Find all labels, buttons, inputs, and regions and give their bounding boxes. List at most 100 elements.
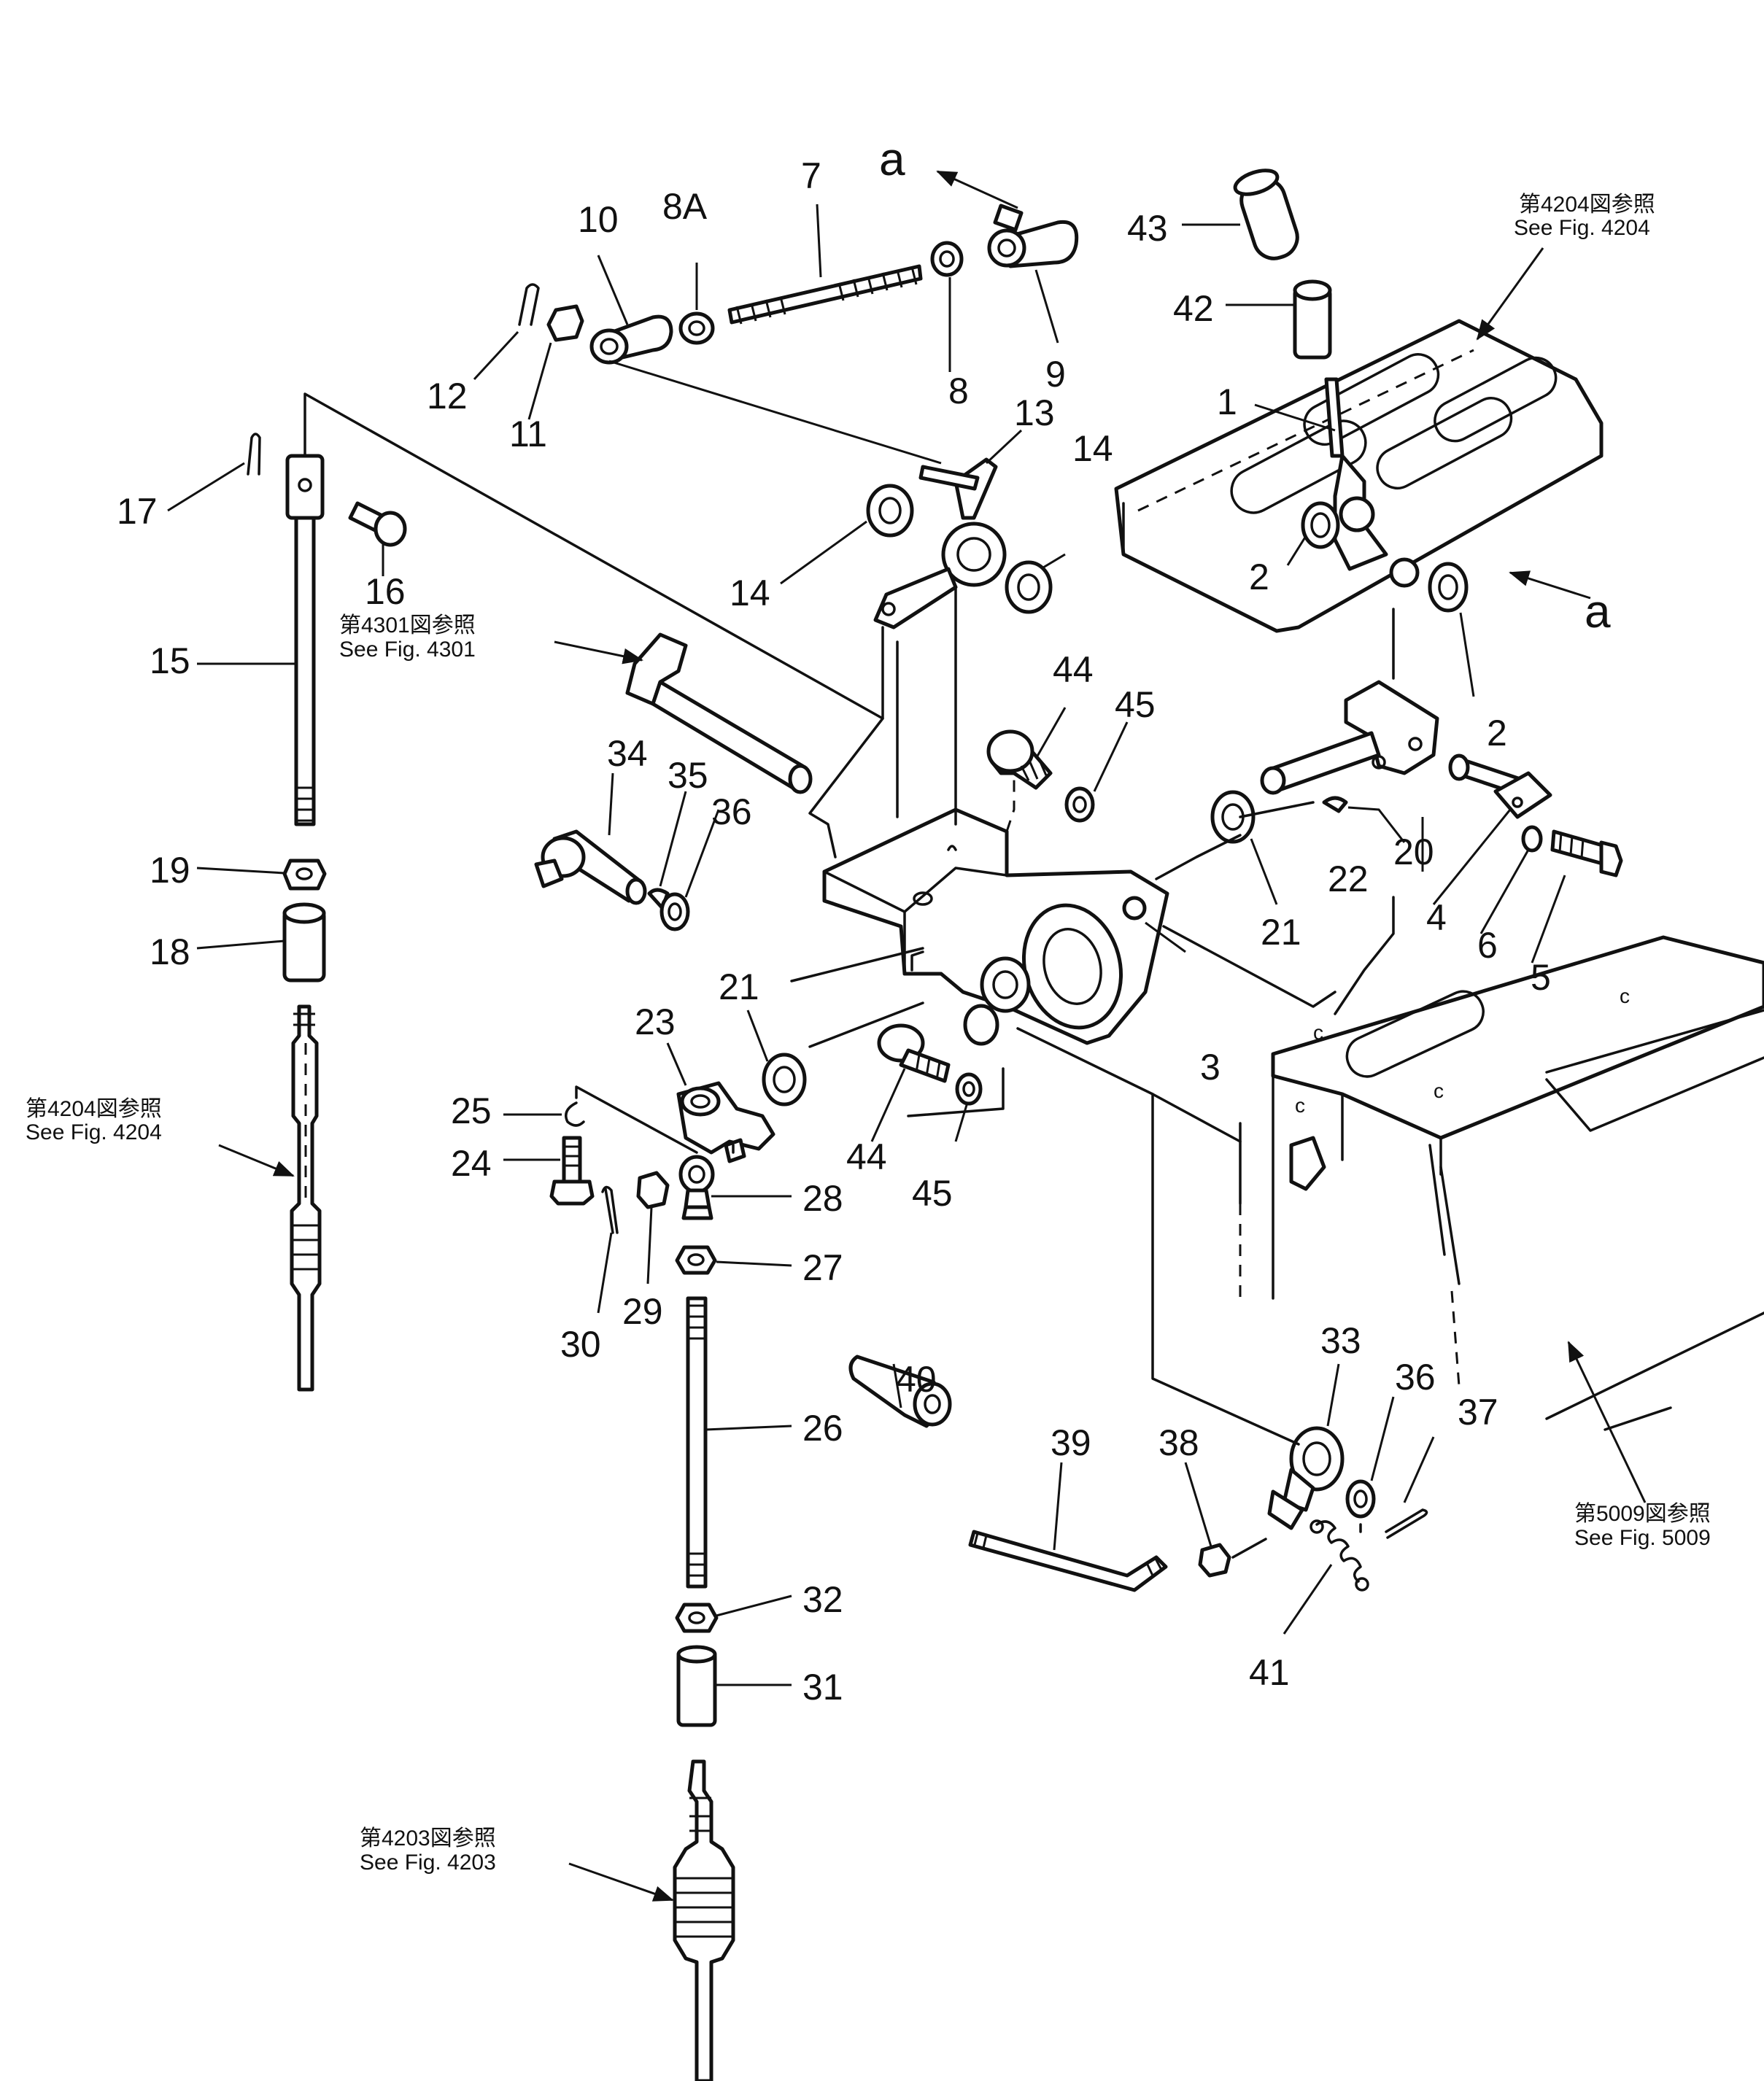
cable-left bbox=[290, 1004, 322, 1392]
washer-part-6 bbox=[1521, 825, 1543, 853]
pin-part-16 bbox=[348, 501, 407, 547]
part-label-13: 13 bbox=[1014, 392, 1055, 433]
bolt-part-5 bbox=[1550, 829, 1623, 877]
collar-part-42 bbox=[1293, 279, 1332, 360]
part-label-28: 28 bbox=[802, 1178, 843, 1219]
part-label-8: 8 bbox=[948, 371, 969, 411]
clamp-part-33 bbox=[1267, 1426, 1345, 1530]
washer-part-45-upper bbox=[1064, 786, 1095, 823]
part-label-39: 39 bbox=[1051, 1422, 1091, 1463]
part-label-21-lower: 21 bbox=[719, 966, 759, 1007]
clamp-part-23 bbox=[676, 1081, 775, 1163]
ball-part-small bbox=[1389, 557, 1420, 588]
ring-part-25 bbox=[565, 1101, 585, 1127]
svg-text:c: c bbox=[1620, 985, 1630, 1007]
part-label-38: 38 bbox=[1158, 1422, 1199, 1463]
bushing-part-2-upper bbox=[1301, 501, 1340, 549]
nut-part-11 bbox=[546, 304, 584, 342]
rod-end-part-10 bbox=[589, 314, 673, 365]
part-label-24: 24 bbox=[451, 1143, 492, 1184]
nut-part-27 bbox=[675, 1245, 717, 1275]
part-label-18: 18 bbox=[150, 931, 190, 972]
clevis-rod-part-15 bbox=[285, 454, 325, 826]
part-label-37: 37 bbox=[1458, 1392, 1498, 1433]
part-label-2-upper: 2 bbox=[1249, 557, 1269, 597]
part-label-41: 41 bbox=[1249, 1652, 1290, 1693]
rod-part-26 bbox=[686, 1296, 708, 1589]
svg-text:c: c bbox=[1434, 1080, 1444, 1102]
svg-text:c: c bbox=[1295, 1094, 1305, 1117]
ref-fig4203-en: See Fig. 4203 bbox=[360, 1851, 496, 1875]
ref-fig4301-en: See Fig. 4301 bbox=[339, 638, 476, 662]
bushing-part-2-right bbox=[1428, 562, 1469, 613]
part-label-3: 3 bbox=[1200, 1047, 1221, 1088]
bolt-part-44-lower bbox=[877, 1023, 951, 1083]
part-label-12: 12 bbox=[427, 376, 468, 416]
floor-frame: c c c c bbox=[1239, 935, 1764, 1431]
part-label-14-left: 14 bbox=[730, 573, 770, 613]
part-label-4: 4 bbox=[1426, 897, 1447, 938]
ref-fig5009: 第5009図参照 See Fig. 5009 bbox=[1567, 1341, 1711, 1550]
part-label-40: 40 bbox=[896, 1359, 937, 1400]
washer-part-36-right bbox=[1345, 1479, 1376, 1519]
assembly-lines bbox=[303, 392, 1395, 1559]
part-label-9: 9 bbox=[1045, 354, 1066, 395]
part-label-33: 33 bbox=[1320, 1320, 1361, 1361]
pin-part-34 bbox=[534, 829, 647, 905]
cable-bottom bbox=[673, 1759, 735, 2081]
part-label-7: 7 bbox=[801, 155, 821, 196]
part-label-26: 26 bbox=[802, 1408, 843, 1449]
part-label-21-right: 21 bbox=[1261, 912, 1301, 953]
part-label-25: 25 bbox=[451, 1090, 492, 1131]
part-label-32: 32 bbox=[802, 1579, 843, 1620]
ref-fig4203: 第4203図参照 See Fig. 4203 bbox=[360, 1826, 674, 1902]
part-label-27: 27 bbox=[802, 1247, 843, 1288]
ref-fig4204-top-jp: 第4204図参照 bbox=[1519, 193, 1655, 217]
pin-part-43 bbox=[1233, 168, 1299, 260]
part-label-44-lower: 44 bbox=[846, 1136, 887, 1177]
ref-fig4204-left: 第4204図参照 See Fig. 4204 bbox=[26, 1097, 295, 1177]
sleeve-part-18 bbox=[282, 902, 326, 983]
part-label-20: 20 bbox=[1393, 832, 1434, 872]
ref-fig4203-jp: 第4203図参照 bbox=[360, 1826, 496, 1851]
part-label-43: 43 bbox=[1127, 208, 1168, 249]
ref-fig4301-jp: 第4301図参照 bbox=[339, 613, 476, 638]
nut-part-29 bbox=[636, 1171, 670, 1209]
bracket-shaft-part-20 bbox=[1260, 680, 1439, 795]
part-label-36-left: 36 bbox=[711, 791, 752, 832]
part-label-14-right: 14 bbox=[1072, 428, 1113, 469]
bushing-part-21-right bbox=[1210, 790, 1256, 844]
nut-part-8A bbox=[678, 311, 715, 345]
view-label-a-right: a bbox=[1585, 585, 1611, 638]
nut-part-8 bbox=[930, 241, 964, 277]
bushing-part-14-left bbox=[866, 484, 914, 538]
part-label-8A: 8A bbox=[662, 186, 708, 227]
leader-lines bbox=[167, 204, 1566, 1686]
part-label-45-upper: 45 bbox=[1115, 684, 1156, 725]
part-label-19: 19 bbox=[150, 850, 190, 891]
spring-part-41 bbox=[1310, 1519, 1369, 1592]
part-label-36-right: 36 bbox=[1395, 1357, 1436, 1398]
shift-lever-part-1 bbox=[1324, 377, 1388, 571]
nut-part-19 bbox=[282, 859, 327, 891]
bracket-part-3 bbox=[822, 773, 1169, 1046]
rod-part-7 bbox=[727, 264, 923, 325]
washer-part-36-left bbox=[659, 892, 690, 931]
ref-fig4204-top-en: See Fig. 4204 bbox=[1514, 216, 1650, 240]
part-label-10: 10 bbox=[578, 199, 619, 240]
bushing-part-21-lower bbox=[762, 1053, 807, 1107]
part-label-2-right: 2 bbox=[1487, 713, 1507, 753]
part-label-23: 23 bbox=[635, 1001, 676, 1042]
nut-part-32 bbox=[675, 1603, 719, 1633]
cotter-pin-part-30 bbox=[601, 1185, 619, 1234]
washer-part-45-lower bbox=[955, 1072, 983, 1106]
part-label-1: 1 bbox=[1217, 381, 1237, 422]
part-label-44-upper: 44 bbox=[1053, 649, 1094, 690]
shaft-fig4301 bbox=[625, 632, 813, 794]
view-arrow-a-top bbox=[936, 170, 1018, 209]
part-label-16: 16 bbox=[365, 571, 406, 612]
rod-end-part-28 bbox=[678, 1155, 715, 1220]
svg-text:c: c bbox=[1313, 1021, 1323, 1044]
part-label-6: 6 bbox=[1477, 925, 1498, 966]
cotter-pin-part-17 bbox=[247, 433, 261, 476]
